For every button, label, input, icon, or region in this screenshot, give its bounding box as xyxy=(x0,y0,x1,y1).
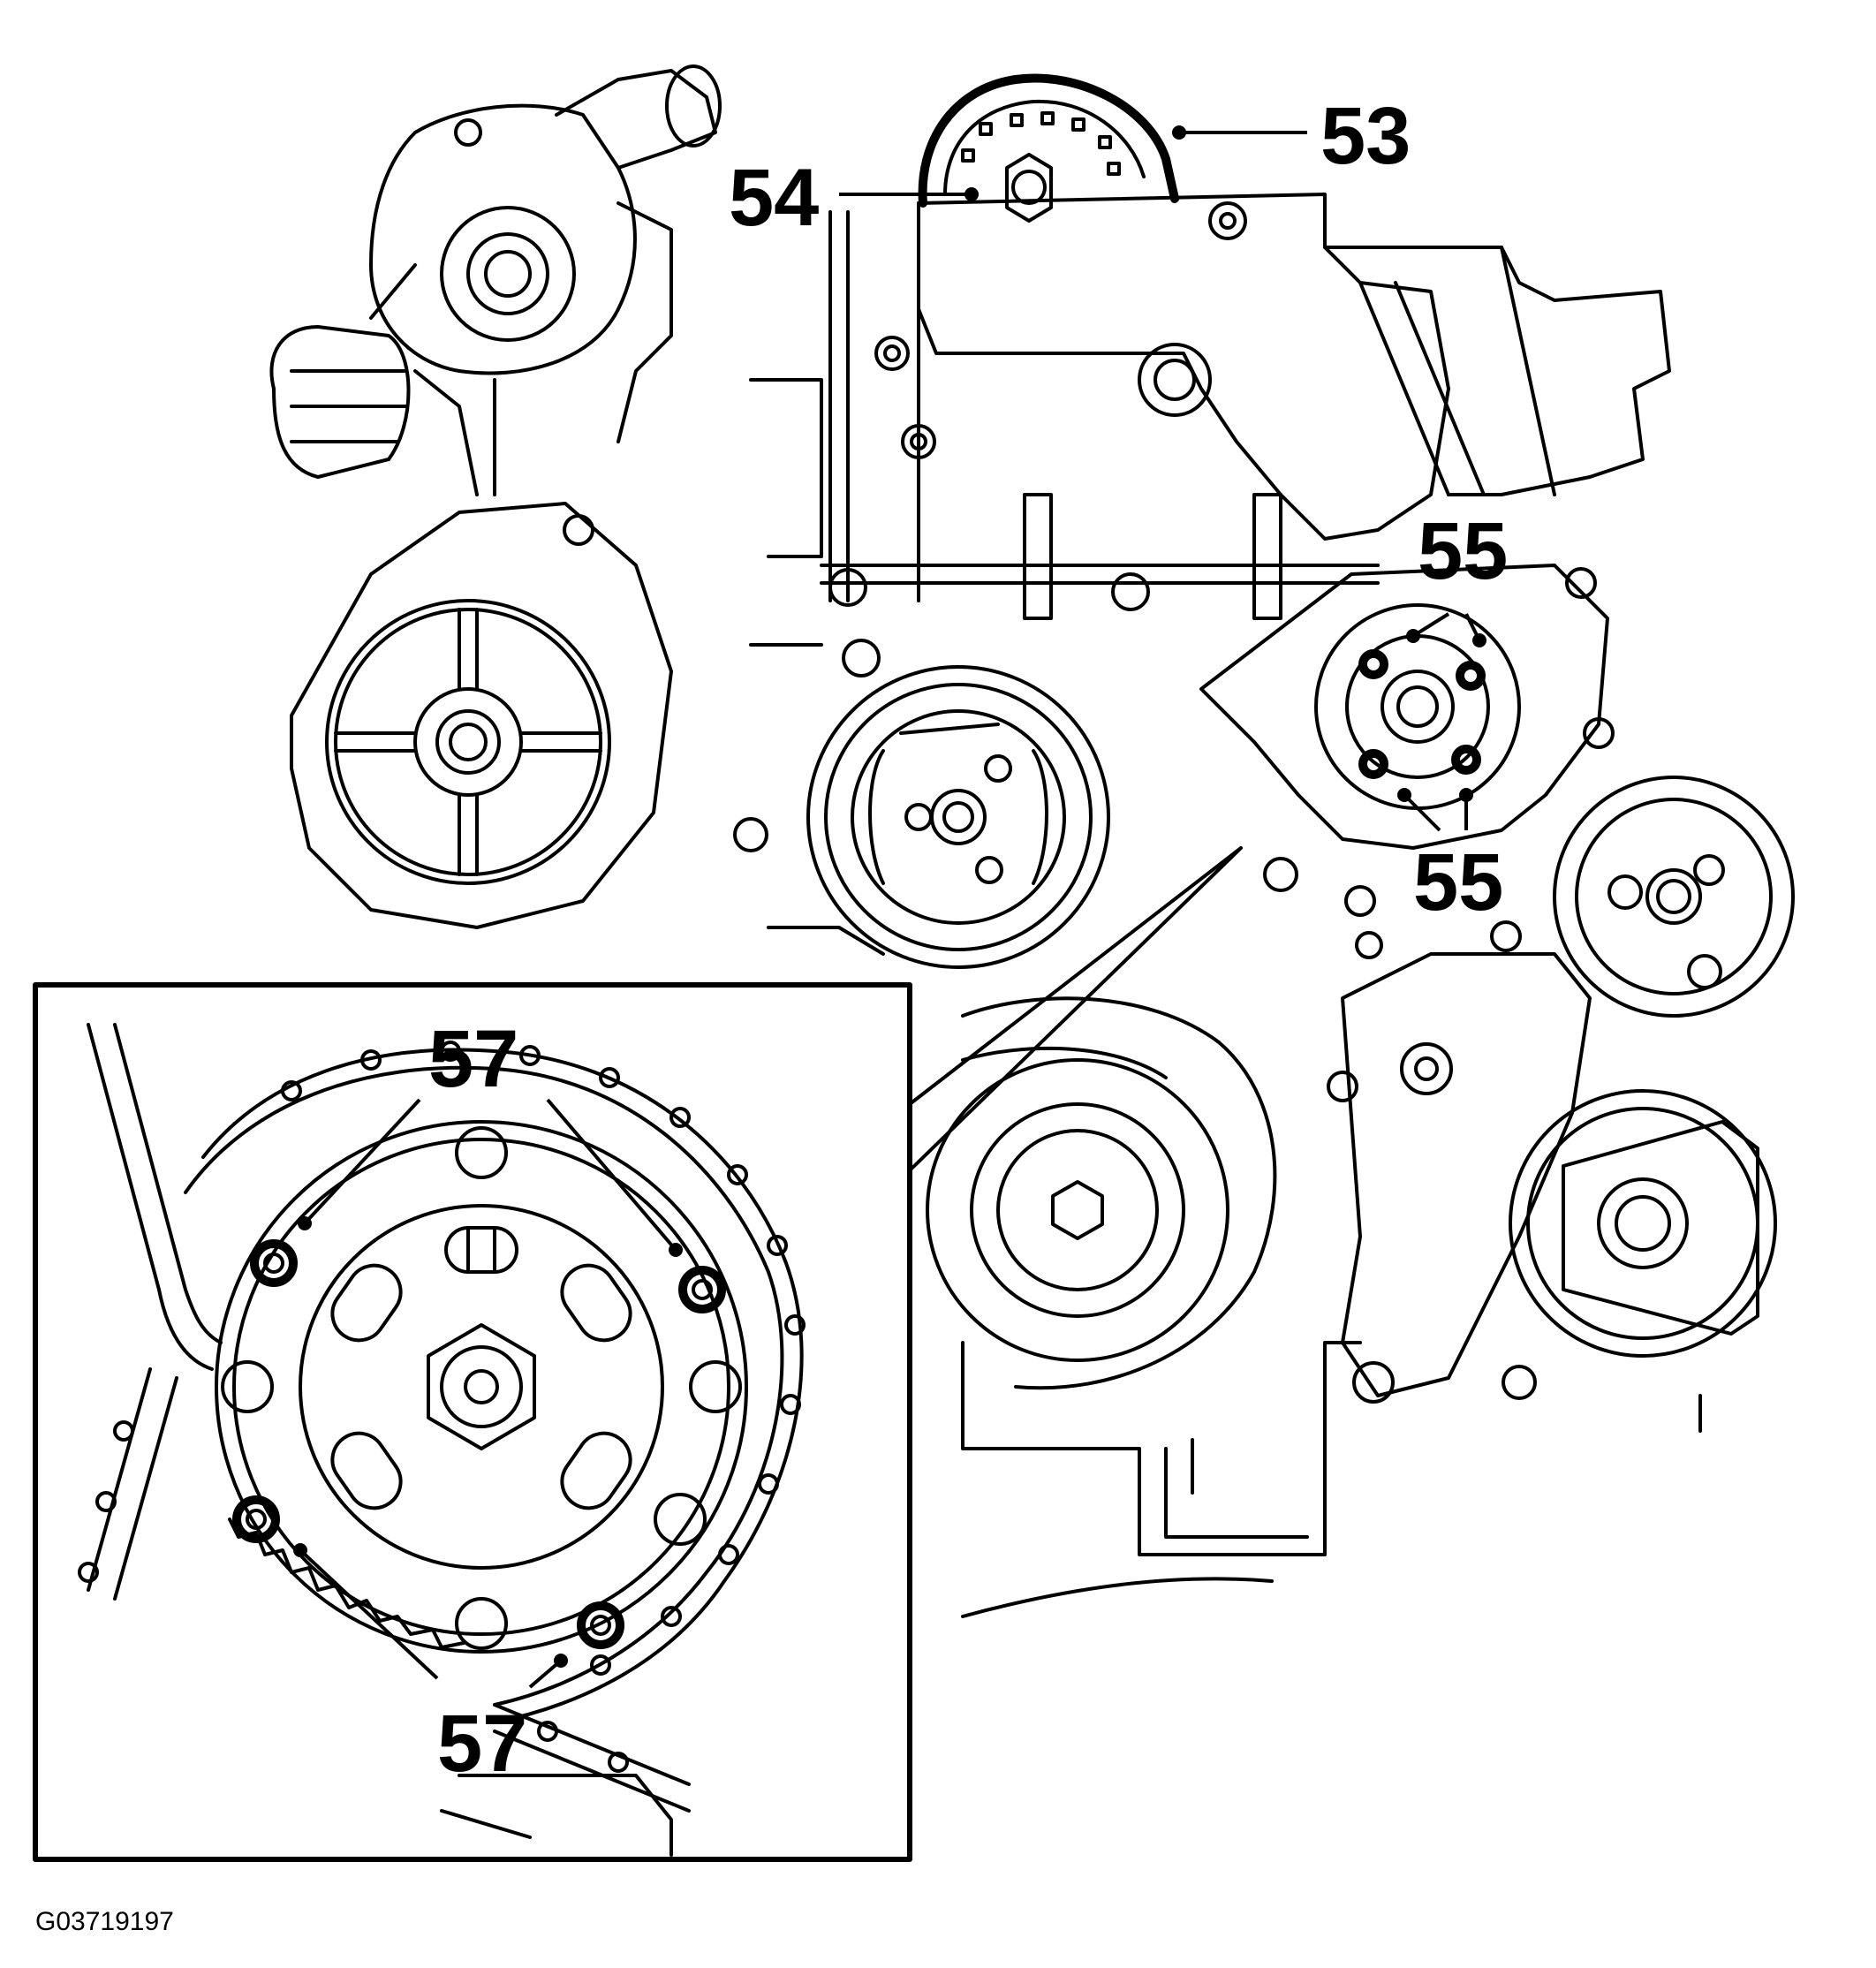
callout-55-top: 55 xyxy=(1418,506,1508,596)
upper-timing-cover xyxy=(828,193,1671,602)
water-pump-cover xyxy=(1199,564,1615,959)
idler-pulley-left xyxy=(806,568,1150,969)
callout-54: 54 xyxy=(729,153,819,243)
engine-block-lower xyxy=(961,1341,1702,1618)
tensioner-pulley xyxy=(1553,776,1795,1018)
inset-sprocket xyxy=(215,1120,748,1654)
callout-55-bottom: 55 xyxy=(1413,837,1503,927)
inset-pointer-lines xyxy=(908,846,1243,1172)
sprocket-bolts xyxy=(232,1239,726,1649)
inset-detail xyxy=(33,982,912,1862)
engine-front-drawing xyxy=(269,64,1795,1618)
alternator-pulley xyxy=(290,502,673,929)
camshaft-sprocket xyxy=(918,73,1179,223)
callout-leaders xyxy=(293,125,1486,1689)
figure-id: G03719197 xyxy=(35,1907,174,1936)
crankshaft-pulley xyxy=(926,996,1277,1390)
timing-chain xyxy=(78,1041,806,1813)
turbocharger xyxy=(269,64,722,496)
callout-53: 53 xyxy=(1320,91,1411,181)
callout-57-bottom: 57 xyxy=(437,1699,527,1789)
callout-57-top: 57 xyxy=(428,1014,518,1104)
engine-misc-lines xyxy=(733,378,1380,956)
lower-idler-pulley xyxy=(1327,952,1777,1404)
